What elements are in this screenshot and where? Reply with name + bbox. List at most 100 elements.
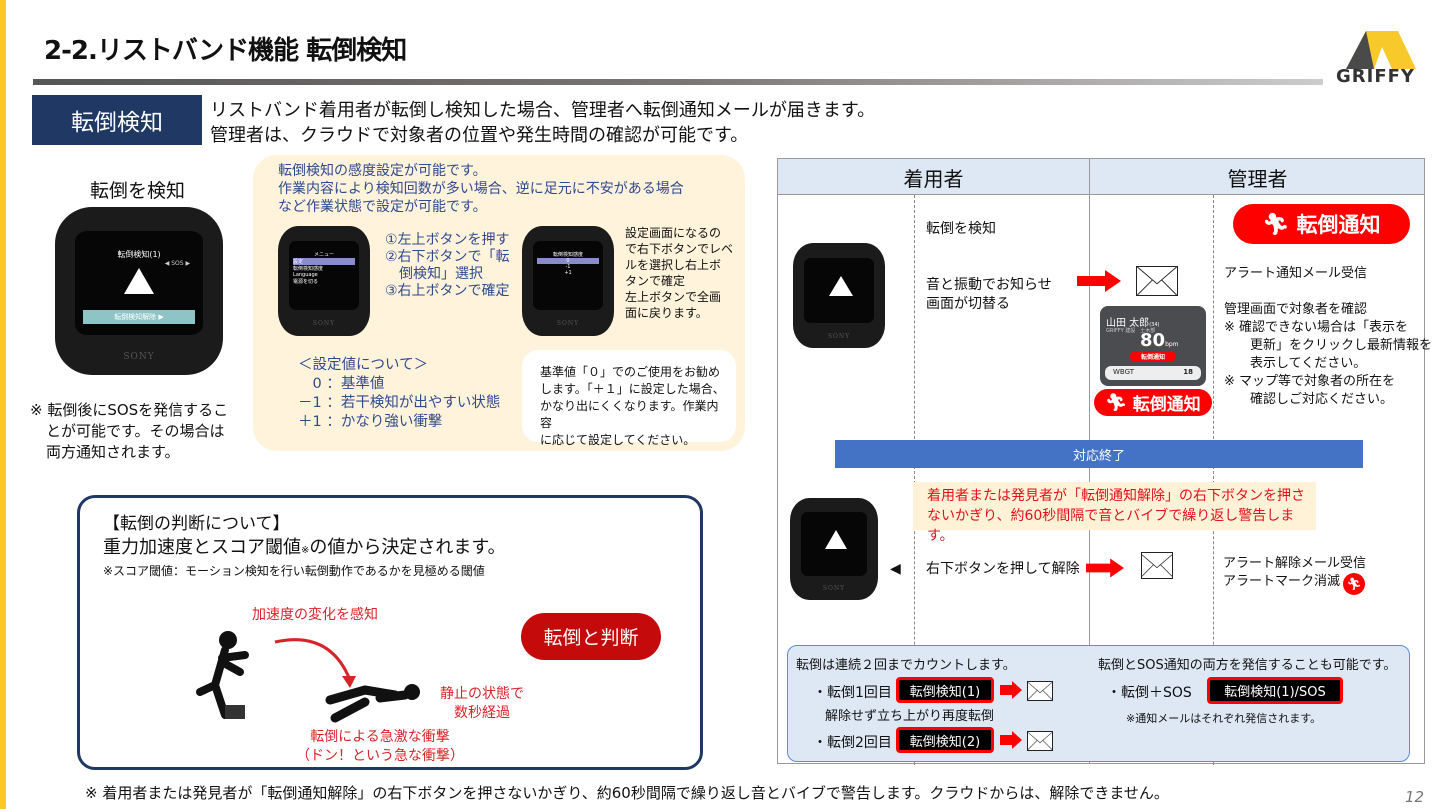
text-line: 更新」をクリックし最新情報を xyxy=(1224,338,1433,353)
wbgt-value: 18 xyxy=(1183,368,1193,376)
dashed-divider xyxy=(914,195,915,765)
text-line: 画面が切替る xyxy=(926,296,1010,312)
mail-icon xyxy=(1136,266,1178,296)
text-line: （ドン！という急な衝撃） xyxy=(296,748,464,764)
steps: ①左上ボタンを押す ②右下ボタンで「転 倒検知」選択 ③右上ボタンで確定 xyxy=(385,232,510,300)
fall-alert-badge: 🏃︎ 転倒通知 xyxy=(1094,389,1212,416)
watch-menu-image: メニュー 設定 転倒検知感度 Language 電源を切る SONY xyxy=(278,226,370,336)
text-line: 転倒による急激な衝撃 xyxy=(310,729,450,745)
menu-item: -1 xyxy=(565,264,571,271)
setting-values: ＜設定値について＞ 0 ：基準値 －1 ：若干検知が出やすい状態 ＋1 ：かなり… xyxy=(298,356,500,432)
judgment-text: 【転倒の判断について】 重力加速度とスコア閾値※の値から決定されます。 ※スコア… xyxy=(103,512,506,579)
fall-illustration-icon xyxy=(196,631,420,723)
text-line: 数秒経過 xyxy=(454,705,510,721)
footer-note: ※ 着用者または発見者が「転倒通知解除」の右下ボタンを押さないかぎり、約60秒間… xyxy=(85,784,1169,802)
sos-title: 転倒とSOS通知の両方を発信することも可能です。 xyxy=(1098,658,1397,673)
warning-icon xyxy=(123,268,154,295)
menu-item: 0 xyxy=(537,258,599,265)
refall-text: 解除せず立ち上がり再度転倒 xyxy=(825,709,995,724)
column-wearer: 着用者 xyxy=(903,166,964,191)
heart-rate: 80 xyxy=(1140,330,1166,351)
bpm-unit: bpm xyxy=(1165,341,1179,348)
footnote-mark: ※ xyxy=(301,545,310,556)
value-item: －1 ：若干検知が出やすい状態 xyxy=(298,395,501,411)
text-line: アラート通知メール受信 xyxy=(1224,266,1368,281)
fall-person-icon: 🏃︎ xyxy=(1262,211,1290,236)
text-line: 着用者または発見者が「転倒通知解除」の右下ボタンを押さ xyxy=(927,488,1305,504)
fall-judged-badge: 転倒と判断 xyxy=(521,613,661,660)
text-line: 確認しご対応ください。 xyxy=(1224,392,1394,407)
text-line: など作業状態で設定が可能です。 xyxy=(278,199,487,215)
mail-icon xyxy=(1141,552,1173,579)
person-name: 山田 太郎 xyxy=(1106,318,1150,329)
impact-label: 転倒による急激な衝撃 （ドン！という急な衝撃） xyxy=(296,728,464,766)
notify-text: 音と振動でお知らせ 画面が切替る xyxy=(926,276,1052,314)
admin-actions: アラート通知メール受信 管理画面で対象者を確認 ※ 確認できない場合は「表示を … xyxy=(1224,265,1432,409)
fall-person-icon: 🏃︎ xyxy=(1105,392,1127,413)
step: ①左上ボタンを押す xyxy=(385,232,510,248)
menu-item: Language xyxy=(293,272,318,279)
watch-screen-title: 転倒検知(1) xyxy=(117,250,161,260)
watch-screen: メニュー 設定 転倒検知感度 Language 電源を切る xyxy=(289,241,359,310)
watch-brand: SONY xyxy=(822,584,846,592)
watch-screen xyxy=(804,257,874,323)
sensitivity-intro: 転倒検知の感度設定が可能です。 作業内容により検知回数が多い場合、逆に足元に不安… xyxy=(278,162,684,216)
text-line: で右下ボタンでレベ xyxy=(625,242,734,256)
menu-item: 設定 xyxy=(293,258,355,266)
value-item: 0 ：基準値 xyxy=(298,376,385,392)
intro-text: リストバンド着用者が転倒し検知した場合、管理者へ転倒通知メールが届きます。 管理… xyxy=(210,98,875,148)
mail-icon xyxy=(1027,731,1053,751)
second-fall-badge: 転倒検知(2) xyxy=(896,727,994,753)
settings-explanation: 設定画面になるの で右下ボタンでレベ ルを選択し右上ボ タンで確定 左上ボタンで… xyxy=(625,225,733,321)
intro-line: 管理者は、クラウドで対象者の位置や発生時間の確認が可能です。 xyxy=(210,125,749,146)
text-line: 静止の状態で xyxy=(440,686,524,702)
watch-image: 転倒検知(1) ◀ SOS ▶ 転倒検知解除 ▶ SONY xyxy=(55,207,223,375)
watch-release-image: SONY xyxy=(790,498,878,600)
menu-item: 転倒検知感度 xyxy=(293,266,324,273)
text-line: 基準値「０」でのご使用をお勧め xyxy=(540,365,721,379)
badge-label: 転倒通知 xyxy=(1296,213,1381,237)
text-line: 面に戻ります。 xyxy=(625,306,708,320)
judgment-heading: 【転倒の判断について】 xyxy=(103,514,290,534)
menu-title: 転倒検知感度 xyxy=(552,252,583,259)
card-alert-badge: 転倒通知 xyxy=(1130,351,1176,362)
title-divider xyxy=(33,79,1323,85)
note-line: 両方通知されます。 xyxy=(46,443,180,461)
text-line: ※ 確認できない場合は「表示を xyxy=(1224,320,1409,335)
text-line: 転倒検知の感度設定が可能です。 xyxy=(278,163,487,179)
value-item: ＋1 ：かなり強い衝撃 xyxy=(298,414,443,430)
second-fall-label: ・転倒2回目 xyxy=(813,735,892,751)
text-line: 管理画面で対象者を確認 xyxy=(1224,302,1368,317)
text-line: します。「＋１」に設定した場合、 xyxy=(540,382,725,396)
wbgt-label: WBGT xyxy=(1113,368,1135,376)
detect-text: 転倒を検知 xyxy=(926,221,996,237)
judgment-note: ※スコア閾値：モーション検知を行い転倒動作であるかを見極める閾値 xyxy=(103,564,485,578)
left-triangle-icon: ◀ xyxy=(890,561,901,577)
text-line: 作業内容により検知回数が多い場合、逆に足元に不安がある場合 xyxy=(278,181,684,197)
sos-note: ※ 転倒後にSOSを発信するこ とが可能です。その場合は 両方通知されます。 xyxy=(30,400,228,463)
first-fall-label: ・転倒1回目 xyxy=(813,685,892,701)
first-fall-badge: 転倒検知(1) xyxy=(896,677,994,703)
watch-release-button: 転倒検知解除 ▶ xyxy=(82,310,196,325)
judgment-text-b: の値から決定されます。 xyxy=(309,537,506,558)
page-number: 12 xyxy=(1405,788,1425,806)
menu-item: +1 xyxy=(564,270,572,277)
right-arrow-icon xyxy=(1086,558,1124,578)
watch-screen: 転倒検知(1) ◀ SOS ▶ 転倒検知解除 ▶ xyxy=(75,230,203,335)
watch-brand: SONY xyxy=(123,351,155,362)
section-tag: 転倒検知 xyxy=(32,95,202,145)
text-line: ルを選択し右上ボ xyxy=(625,258,722,272)
intro-line: リストバンド着用者が転倒し検知した場合、管理者へ転倒通知メールが届きます。 xyxy=(210,100,876,121)
dashed-divider xyxy=(1213,195,1214,765)
note-line: ※ 転倒後にSOSを発信するこ xyxy=(30,401,229,419)
text-line: かなり出にくくなります。作業内容 xyxy=(540,399,719,430)
column-admin: 管理者 xyxy=(1227,166,1288,191)
detect-heading: 転倒を検知 xyxy=(90,180,186,202)
accent-stripe xyxy=(0,0,6,809)
fall-judgment-panel xyxy=(77,495,703,770)
griffy-logo-icon xyxy=(1346,31,1416,69)
watch-screen xyxy=(800,512,868,576)
fall-alert-badge-large: 🏃︎ 転倒通知 xyxy=(1233,204,1410,244)
text-line: ないかぎり、約60秒間隔で音とバイブで繰り返し警告します。 xyxy=(927,508,1295,544)
